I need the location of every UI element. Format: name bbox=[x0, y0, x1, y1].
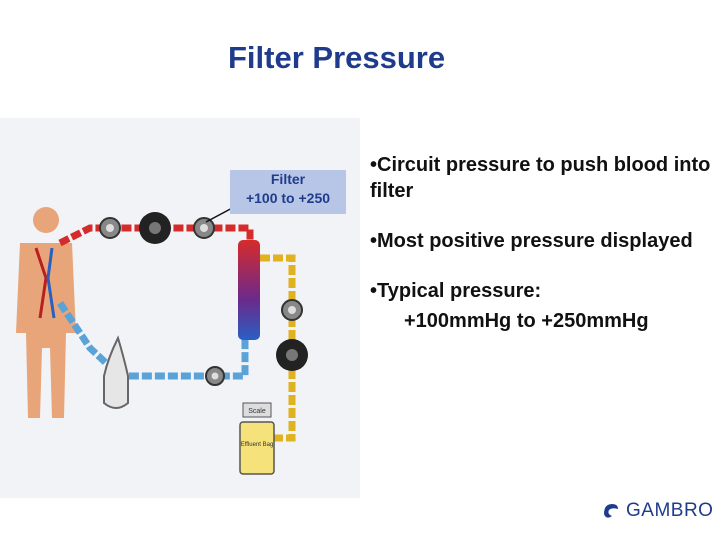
logo-text: GAMBRO bbox=[626, 500, 714, 521]
bullet-item: •Circuit pressure to push blood into fil… bbox=[370, 154, 711, 202]
slide-title: Filter Pressure bbox=[228, 40, 446, 75]
gambro-swirl-icon bbox=[604, 504, 618, 518]
bullet-item: •Typical pressure: +100mmHg to +250mmHg bbox=[370, 278, 720, 334]
sub-bullet: +100mmHg to +250mmHg bbox=[404, 310, 649, 332]
return-gauge-icon bbox=[205, 366, 225, 386]
scale-icon: Scale bbox=[242, 402, 272, 418]
bullet-item: •Most positive pressure displayed bbox=[370, 230, 693, 252]
pressure-gauge-icon bbox=[99, 217, 121, 239]
callout-title: Filter bbox=[270, 171, 306, 187]
filter-icon bbox=[238, 240, 260, 340]
bullet-list: •Circuit pressure to push blood into fil… bbox=[370, 152, 720, 358]
callout-range: +100 to +250 bbox=[245, 190, 331, 206]
pump-icon bbox=[139, 212, 171, 244]
gambro-logo: GAMBRO bbox=[600, 500, 713, 522]
effluent-pump-icon bbox=[276, 339, 308, 371]
effluent-gauge-icon bbox=[281, 299, 303, 321]
effluent-bag-icon: Effluent Bag bbox=[239, 421, 275, 475]
scale-label: Scale bbox=[248, 408, 266, 415]
drip-chamber-icon bbox=[103, 335, 129, 409]
filter-callout: Filter +100 to +250 bbox=[230, 170, 346, 214]
filter-pressure-gauge-icon bbox=[193, 217, 215, 239]
effluent-bag-label: Effluent Bag bbox=[241, 442, 274, 448]
bullet-text: •Typical pressure: bbox=[370, 280, 542, 302]
patient-figure bbox=[16, 207, 76, 418]
